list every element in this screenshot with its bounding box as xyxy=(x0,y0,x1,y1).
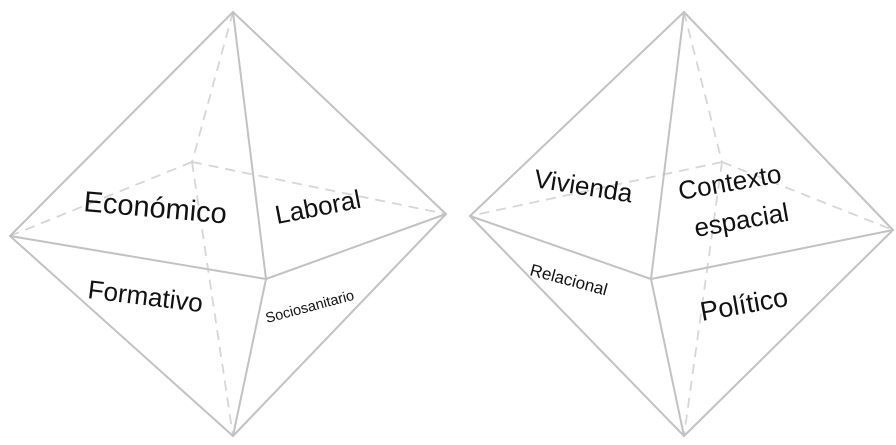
right-edge-equator-right xyxy=(650,229,894,280)
left-edge-bottom-left xyxy=(9,235,234,437)
left-hidden-edge-bottom xyxy=(191,161,234,437)
label-relacional: Relacional xyxy=(528,261,610,300)
right-edge-top-right xyxy=(683,11,894,231)
right-edge-bottom-left xyxy=(469,215,685,437)
right-edge-bottom-right xyxy=(683,229,894,437)
label-vivienda: Vivienda xyxy=(532,163,635,208)
left-hidden-edge-top xyxy=(191,11,234,163)
right-hidden-edge-right xyxy=(721,161,894,231)
left-edge-top-left xyxy=(9,11,234,237)
right-edge-equator-left xyxy=(469,215,652,280)
label-espacial: espacial xyxy=(692,197,791,243)
left-edge-equator-right xyxy=(265,213,447,280)
left-hidden-edge-right xyxy=(191,161,447,215)
label-laboral: Laboral xyxy=(272,184,363,230)
right-hidden-edge-left xyxy=(469,161,723,217)
left-edge-top-right xyxy=(232,11,447,215)
right-octahedron: Vivienda Contexto espacial Relacional Po… xyxy=(469,11,894,437)
label-formativo: Formativo xyxy=(86,274,204,318)
left-edge-top-front xyxy=(232,11,267,280)
label-economico: Económico xyxy=(82,186,228,230)
right-edge-top-left xyxy=(469,11,685,217)
left-edge-equator-left xyxy=(9,235,267,280)
right-hidden-edge-bottom xyxy=(683,161,723,437)
right-hidden-edge-top xyxy=(683,11,723,163)
left-octahedron: Económico Laboral Formativo Sociosanitar… xyxy=(9,11,447,437)
right-edge-top-front xyxy=(650,11,685,280)
left-edge-bottom-right xyxy=(232,213,447,437)
right-edge-bottom-front xyxy=(650,278,685,437)
left-edge-bottom-front xyxy=(232,278,267,437)
label-politico: Político xyxy=(698,282,790,327)
